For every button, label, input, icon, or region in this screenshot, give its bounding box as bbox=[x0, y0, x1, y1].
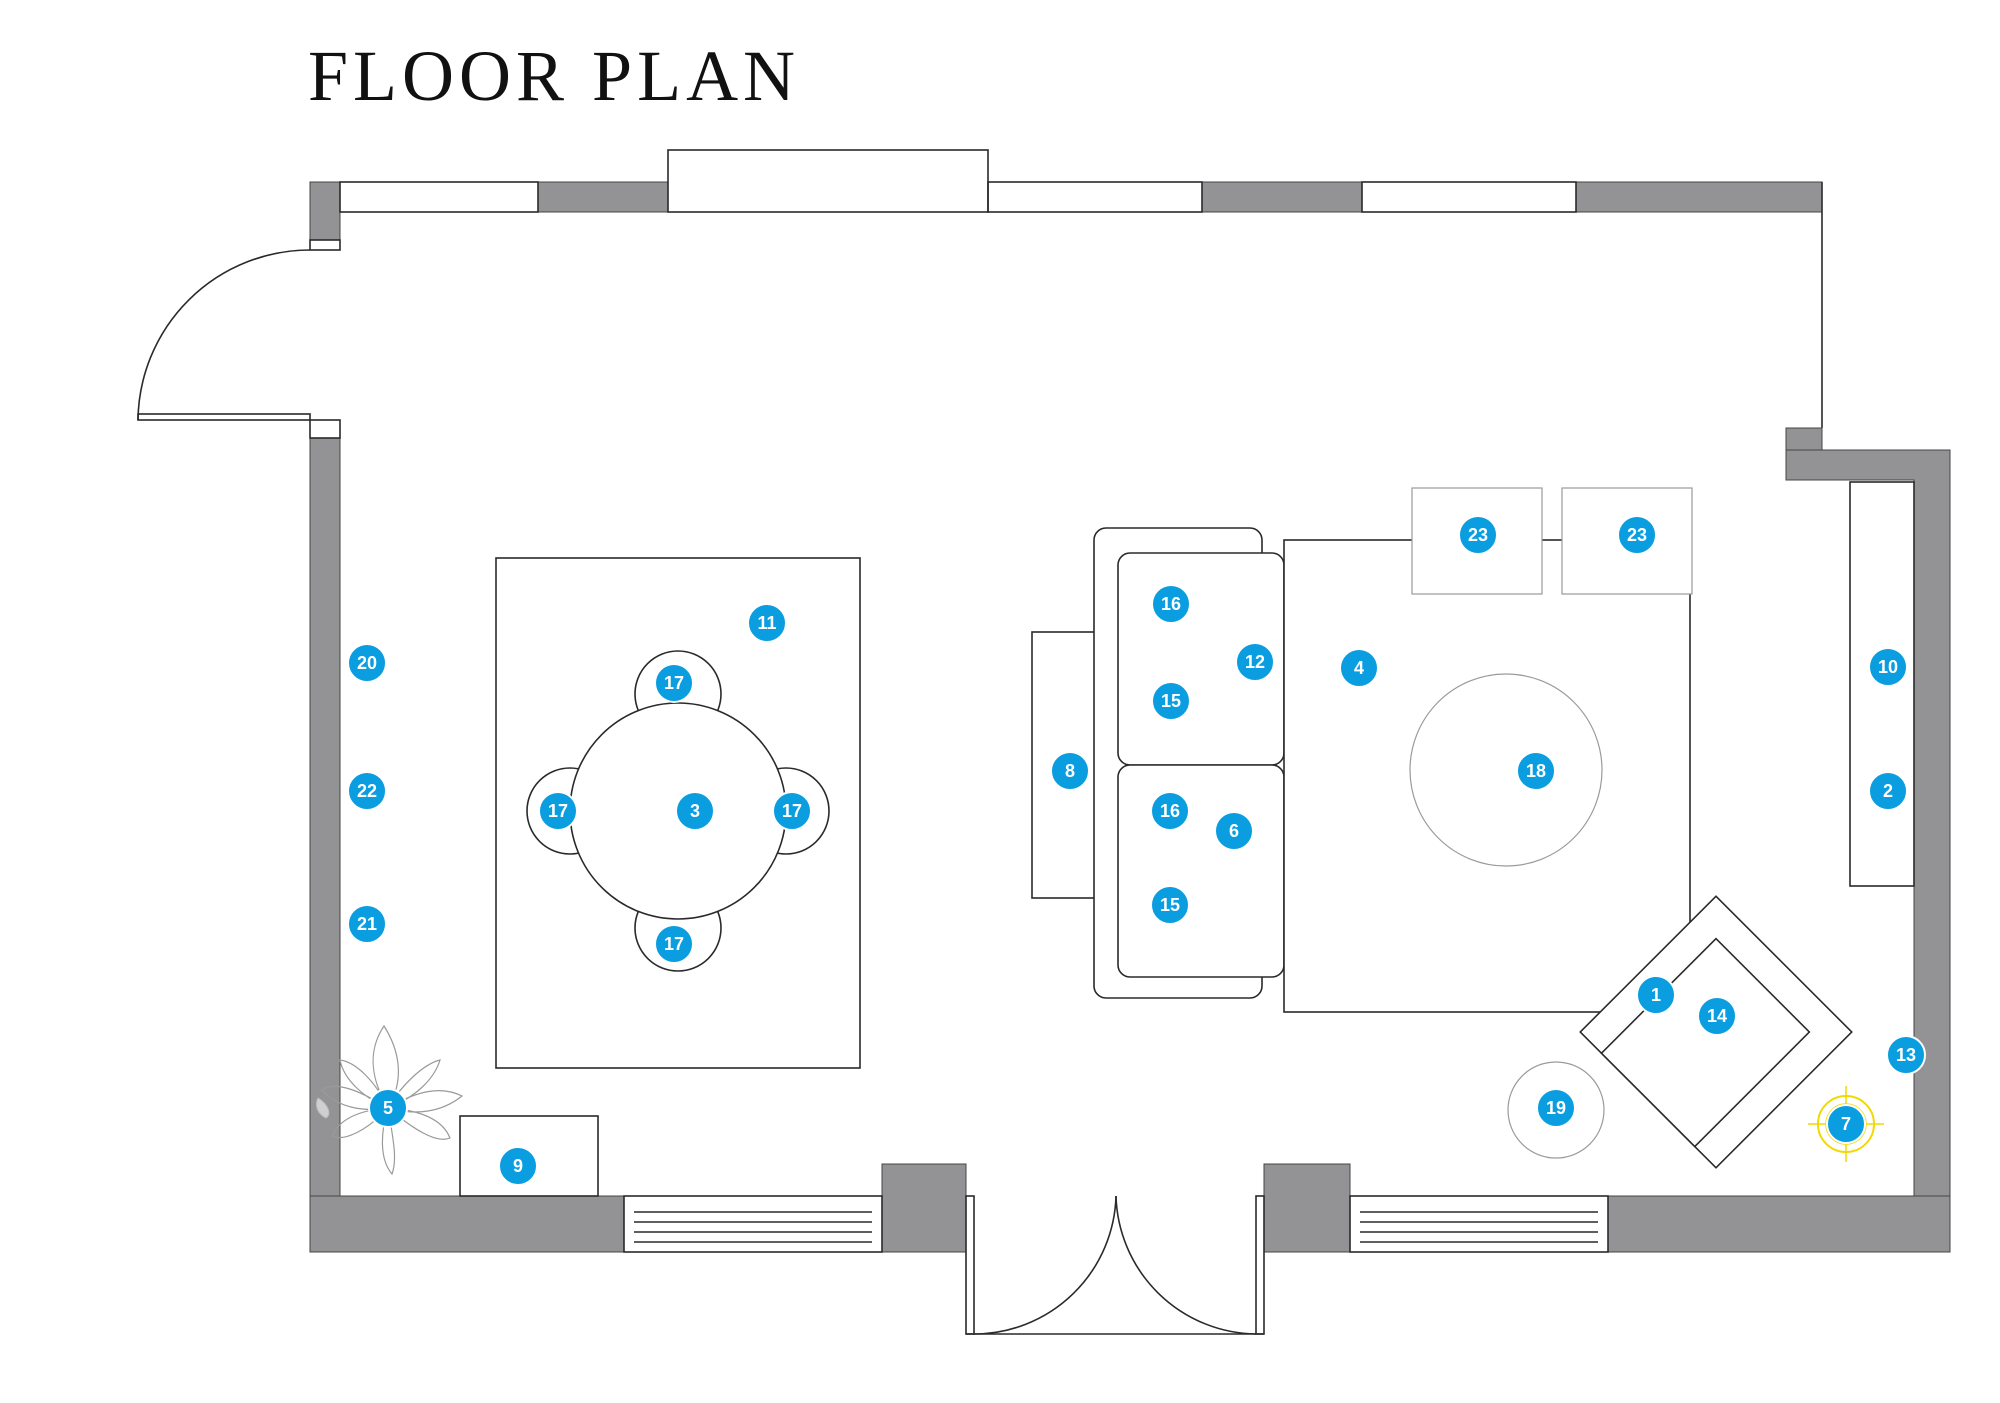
badge-4: 4 bbox=[1339, 648, 1379, 688]
side-table bbox=[1507, 1061, 1605, 1159]
svg-text:9: 9 bbox=[513, 1156, 523, 1176]
svg-text:3: 3 bbox=[690, 801, 700, 821]
svg-text:7: 7 bbox=[1841, 1114, 1851, 1134]
badge-9: 9 bbox=[498, 1146, 538, 1186]
svg-text:16: 16 bbox=[1160, 801, 1180, 821]
svg-text:14: 14 bbox=[1707, 1006, 1727, 1026]
svg-text:13: 13 bbox=[1896, 1045, 1916, 1065]
coffee-table bbox=[1409, 673, 1603, 867]
svg-text:6: 6 bbox=[1229, 821, 1239, 841]
svg-text:10: 10 bbox=[1878, 657, 1898, 677]
svg-text:21: 21 bbox=[357, 914, 377, 934]
badge-15a: 15 bbox=[1151, 681, 1191, 721]
svg-text:15: 15 bbox=[1160, 895, 1180, 915]
badge-14: 14 bbox=[1697, 996, 1737, 1036]
svg-text:16: 16 bbox=[1161, 594, 1181, 614]
left-wall bbox=[309, 419, 341, 1253]
plant-illustration bbox=[315, 1024, 464, 1176]
badge-11: 11 bbox=[747, 603, 787, 643]
badge-3: 3 bbox=[675, 791, 715, 831]
badge-18: 18 bbox=[1516, 751, 1556, 791]
page-title: FLOOR PLAN bbox=[308, 36, 800, 116]
svg-text:17: 17 bbox=[664, 934, 684, 954]
badge-2: 2 bbox=[1868, 771, 1908, 811]
svg-text:22: 22 bbox=[357, 781, 377, 801]
badge-13: 13 bbox=[1886, 1035, 1926, 1075]
svg-text:4: 4 bbox=[1354, 658, 1364, 678]
badge-17-right: 17 bbox=[772, 791, 812, 831]
badge-16b: 16 bbox=[1150, 791, 1190, 831]
svg-text:19: 19 bbox=[1546, 1098, 1566, 1118]
svg-text:1: 1 bbox=[1651, 985, 1661, 1005]
svg-text:11: 11 bbox=[757, 613, 776, 633]
svg-text:5: 5 bbox=[383, 1098, 393, 1118]
main-rug bbox=[1283, 539, 1691, 1013]
french-doors bbox=[965, 1195, 1265, 1335]
badge-20: 20 bbox=[347, 643, 387, 683]
svg-text:15: 15 bbox=[1161, 691, 1181, 711]
badge-17-left: 17 bbox=[538, 791, 578, 831]
badge-19: 19 bbox=[1536, 1088, 1576, 1128]
badge-22: 22 bbox=[347, 771, 387, 811]
svg-text:18: 18 bbox=[1526, 761, 1546, 781]
chimney-breast bbox=[667, 149, 989, 213]
svg-text:17: 17 bbox=[664, 673, 684, 693]
top-wall bbox=[309, 149, 1823, 251]
badge-8: 8 bbox=[1050, 751, 1090, 791]
svg-text:8: 8 bbox=[1065, 761, 1075, 781]
badge-16a: 16 bbox=[1151, 584, 1191, 624]
badge-10: 10 bbox=[1868, 647, 1908, 687]
badge-17-bottom: 17 bbox=[654, 924, 694, 964]
svg-text:12: 12 bbox=[1245, 652, 1265, 672]
bottom-wall bbox=[309, 1163, 1951, 1253]
badge-1: 1 bbox=[1636, 975, 1676, 1015]
badge-23-right: 23 bbox=[1617, 515, 1657, 555]
svg-text:23: 23 bbox=[1627, 525, 1647, 545]
sofa-seat-lower bbox=[1117, 764, 1285, 978]
badge-12: 12 bbox=[1235, 642, 1275, 682]
badge-6: 6 bbox=[1214, 811, 1254, 851]
badge-17-top: 17 bbox=[654, 663, 694, 703]
badge-21: 21 bbox=[347, 904, 387, 944]
badge-5: 5 bbox=[368, 1088, 408, 1128]
svg-text:17: 17 bbox=[782, 801, 802, 821]
side-door bbox=[137, 249, 311, 421]
badge-7: 7 bbox=[1826, 1104, 1866, 1144]
svg-text:17: 17 bbox=[548, 801, 568, 821]
svg-text:23: 23 bbox=[1468, 525, 1488, 545]
badge-15b: 15 bbox=[1150, 885, 1190, 925]
svg-text:20: 20 bbox=[357, 653, 377, 673]
badge-23-left: 23 bbox=[1458, 515, 1498, 555]
svg-text:2: 2 bbox=[1883, 781, 1893, 801]
